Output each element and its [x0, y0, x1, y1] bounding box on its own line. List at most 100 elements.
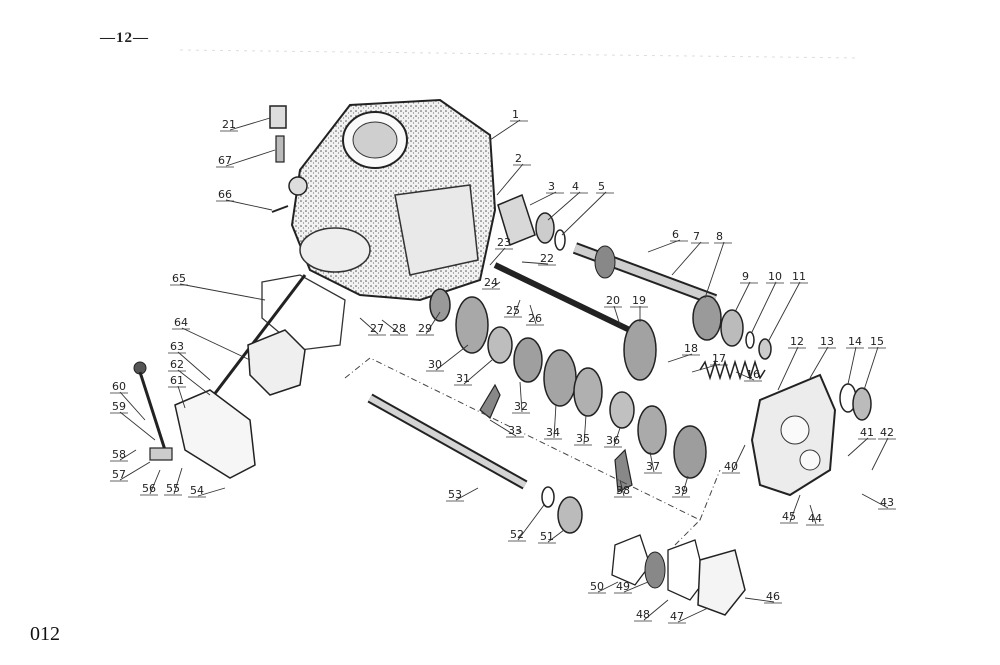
callout-label-13: 13 [820, 335, 834, 348]
callout-leader-64 [181, 327, 251, 361]
callout-label-18: 18 [684, 342, 698, 355]
callout-leader-9 [734, 281, 751, 313]
detent-plate [247, 329, 306, 396]
shift-forks [479, 383, 633, 493]
callout-leader-66 [225, 199, 273, 211]
callout-label-3: 3 [548, 180, 555, 193]
callout-label-59: 59 [112, 400, 126, 413]
sheet-code: 012 [30, 623, 60, 645]
callout-leader-56 [149, 469, 161, 495]
assembly-guide-lines [344, 357, 721, 546]
callout-label-34: 34 [546, 426, 560, 439]
return-spring [699, 359, 766, 381]
shift-shaft [208, 274, 307, 401]
lower-cover [697, 549, 746, 616]
callout-label-16: 16 [746, 368, 760, 381]
callout-leader-37 [649, 451, 655, 473]
callout-label-53: 53 [448, 488, 462, 501]
callout-leader-43 [861, 493, 889, 509]
callout-leader-63 [177, 351, 211, 381]
callout-leader-7 [671, 241, 702, 276]
callout-leader-33 [489, 419, 517, 437]
callout-label-67: 67 [218, 154, 232, 167]
callout-label-19: 19 [632, 294, 646, 307]
callout-leader-53 [455, 487, 479, 501]
callout-label-12: 12 [790, 335, 804, 348]
callout-label-39: 39 [674, 484, 688, 497]
callout-label-52: 52 [510, 528, 524, 541]
callout-label-50: 50 [590, 580, 604, 593]
callout-leader-49 [623, 581, 649, 593]
selector-rod [493, 262, 642, 338]
callout-label-22: 22 [540, 252, 554, 265]
callout-leader-44 [809, 504, 817, 525]
callout-label-49: 49 [616, 580, 630, 593]
lower-gasket-50 [611, 534, 651, 586]
callout-label-4: 4 [572, 180, 579, 193]
callout-label-38: 38 [616, 484, 630, 497]
callout-label-24: 24 [484, 276, 498, 289]
callout-label-23: 23 [497, 236, 511, 249]
callout-leader-60 [119, 391, 146, 421]
callout-leader-28 [381, 319, 401, 335]
callout-label-11: 11 [792, 270, 806, 283]
callout-leader-67 [225, 149, 276, 167]
callout-label-21: 21 [222, 118, 236, 131]
callout-leader-51 [547, 529, 565, 543]
gearbox-housing [288, 98, 497, 302]
page-number: —12— [100, 30, 149, 46]
callout-leader-54 [197, 487, 226, 497]
callout-label-25: 25 [506, 304, 520, 317]
callout-label-15: 15 [870, 335, 884, 348]
callout-label-30: 30 [428, 358, 442, 371]
callout-label-47: 47 [670, 610, 684, 623]
callout-label-60: 60 [112, 380, 126, 393]
callout-leader-14 [847, 346, 857, 385]
callout-label-44: 44 [808, 512, 822, 525]
callout-leader-23 [489, 247, 506, 266]
callout-leader-65 [179, 283, 266, 301]
main-shaft [572, 242, 718, 306]
breather-plug [269, 105, 289, 213]
housing-gasket [261, 274, 346, 351]
callout-leader-3 [529, 191, 557, 206]
callout-leader-21 [229, 117, 271, 131]
callout-label-62: 62 [170, 358, 184, 371]
callout-leader-62 [177, 369, 211, 396]
callout-label-7: 7 [693, 230, 700, 243]
callout-label-6: 6 [672, 228, 679, 241]
callout-leader-41 [847, 437, 869, 457]
callout-label-1: 1 [512, 108, 519, 121]
callout-label-58: 58 [112, 448, 126, 461]
output-gears [692, 295, 772, 360]
callout-leader-12 [777, 346, 799, 391]
callout-leader-57 [119, 461, 151, 481]
callout-label-41: 41 [860, 426, 874, 439]
callout-leader-29 [425, 311, 441, 335]
callout-leader-59 [119, 411, 156, 441]
callout-leader-52 [517, 504, 545, 541]
callout-label-56: 56 [142, 482, 156, 495]
callout-label-31: 31 [456, 372, 470, 385]
countershaft-bearing [557, 496, 583, 534]
callout-label-14: 14 [848, 335, 862, 348]
filter-screen [644, 551, 666, 589]
lower-gasket-48 [667, 539, 706, 601]
callout-leader-27 [359, 317, 379, 335]
callout-leader-22 [521, 261, 549, 265]
callout-leader-48 [643, 599, 669, 621]
callout-leader-4 [547, 191, 581, 221]
callout-label-64: 64 [174, 316, 188, 329]
callout-label-32: 32 [514, 400, 528, 413]
callout-label-42: 42 [880, 426, 894, 439]
callout-label-2: 2 [515, 152, 522, 165]
callout-label-55: 55 [166, 482, 180, 495]
callout-leader-35 [583, 414, 587, 445]
callout-leader-24 [491, 281, 501, 289]
callout-leader-47 [677, 607, 709, 623]
callout-leader-10 [751, 281, 777, 333]
callout-leader-58 [119, 449, 137, 461]
